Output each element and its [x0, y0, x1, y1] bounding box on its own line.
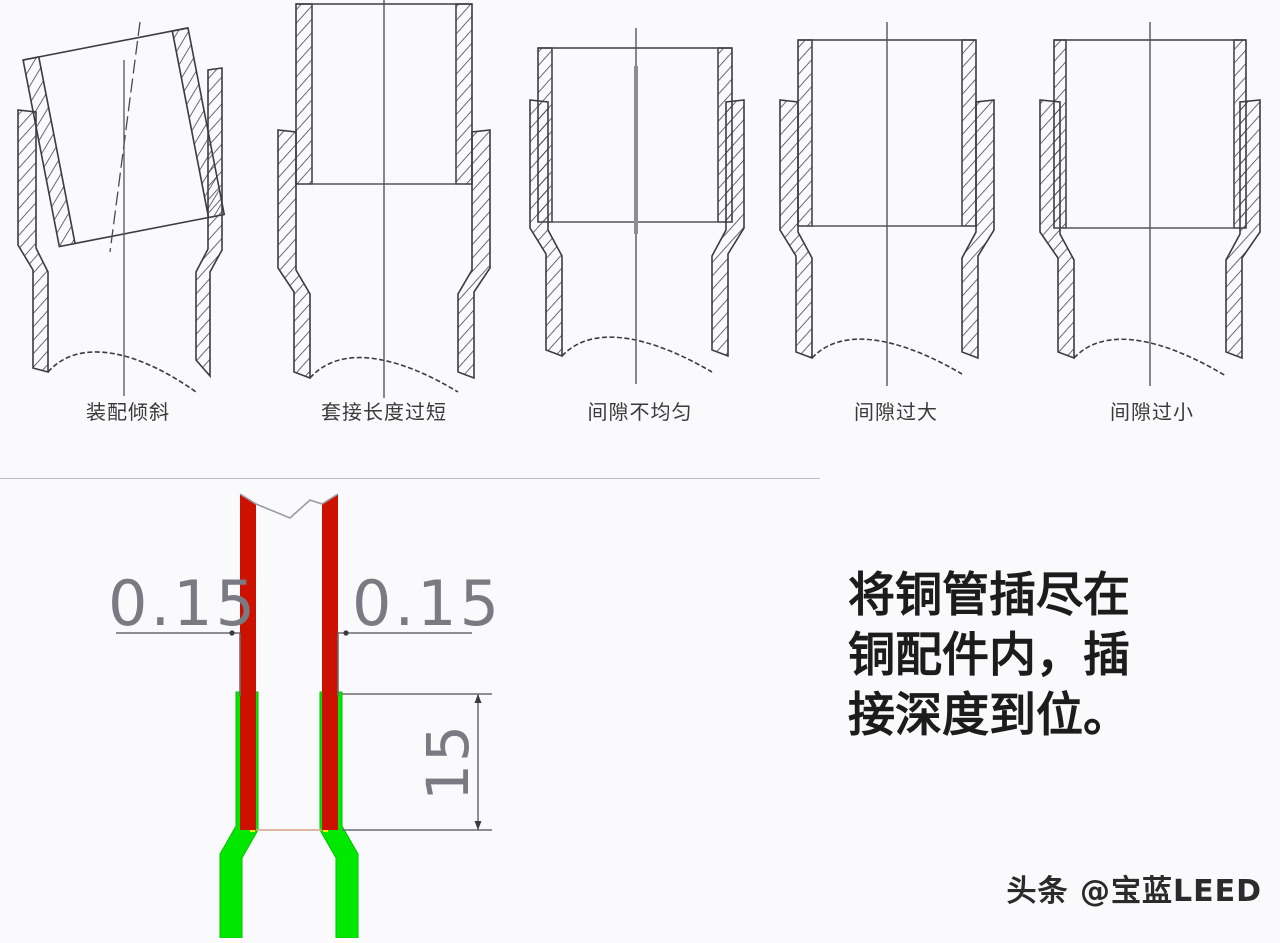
uneven-gap-section-drawing — [529, 28, 745, 384]
instruction-line-1: 将铜管插尽在 — [848, 568, 1130, 623]
fault-diagram-gap-too-large: 间隙过大 — [768, 0, 1024, 470]
fault-diagram-uneven-gap: 间隙不均匀 — [512, 0, 768, 470]
instruction-line-2: 铜配件内，插 — [848, 628, 1130, 684]
instruction-text: 将铜管插尽在 铜配件内，插 接深度到位。 — [848, 566, 1248, 746]
assembly-svg: 0.15 0.15 15 — [108, 493, 502, 939]
fault-diagram-short-engagement: 套接长度过短 — [256, 0, 512, 470]
clearance-dimension-left: 0.15 — [108, 567, 258, 696]
gap-too-small-section-drawing — [1039, 22, 1261, 386]
insertion-depth-dimension: 15 — [342, 693, 492, 831]
copper-tube-red — [239, 493, 339, 831]
fault-label-gap-too-large: 间隙过大 — [854, 400, 938, 424]
fault-label-uneven-gap: 间隙不均匀 — [587, 400, 693, 424]
clearance-right-value: 0.15 — [352, 567, 502, 640]
fault-label-gap-too-small: 间隙过小 — [1110, 400, 1194, 424]
fault-diagram-row: 装配倾斜 — [0, 0, 1280, 470]
tilted-section-drawing — [17, 21, 226, 396]
fault-label-short-engagement: 套接长度过短 — [321, 400, 447, 424]
clearance-dimension-right: 0.15 — [337, 567, 502, 696]
fault-diagram-tilted: 装配倾斜 — [0, 0, 256, 470]
fault-diagram-gap-too-small: 间隙过小 — [1024, 0, 1280, 470]
gap-too-large-section-drawing — [779, 22, 995, 386]
watermark: 头条 @宝蓝LEED — [1006, 874, 1262, 909]
short-engagement-section-drawing — [277, 0, 491, 398]
section-divider — [0, 478, 820, 479]
insertion-depth-value: 15 — [414, 723, 482, 801]
fault-label-tilted: 装配倾斜 — [86, 400, 170, 424]
instruction-line-3: 接深度到位。 — [848, 688, 1130, 744]
correct-assembly-drawing: 0.15 0.15 15 — [80, 470, 540, 939]
clearance-left-value: 0.15 — [108, 567, 258, 640]
